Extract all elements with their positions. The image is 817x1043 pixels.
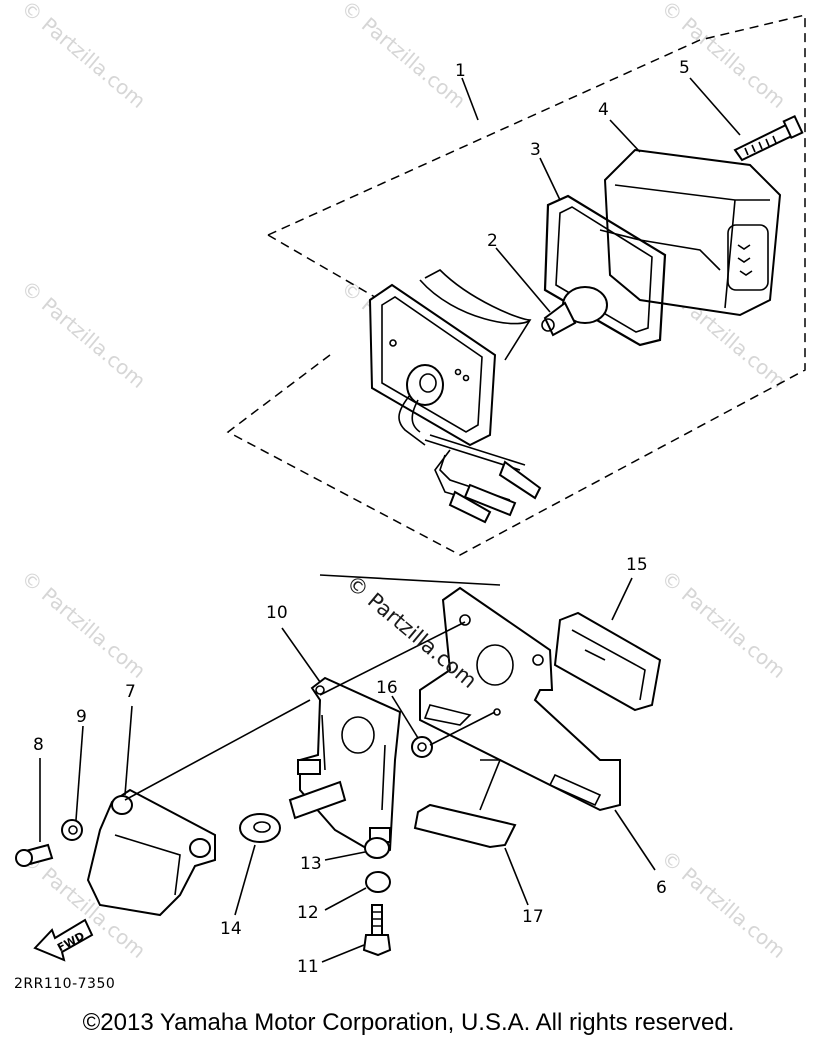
assembly-line xyxy=(479,759,502,811)
copyright-text: ©2013 Yamaha Motor Corporation, U.S.A. A… xyxy=(82,1009,735,1036)
callout-1: 1 xyxy=(455,61,466,81)
callout-8: 8 xyxy=(33,735,44,755)
leader-line xyxy=(324,887,367,911)
screw-small-part xyxy=(15,843,54,867)
leader-line xyxy=(504,847,529,906)
leader-line xyxy=(495,247,551,313)
callout-13: 13 xyxy=(300,854,322,874)
leader-line xyxy=(124,705,133,796)
watermark: © Partzilla.com xyxy=(17,0,151,113)
leader-line xyxy=(234,844,256,916)
diagram-code: 2RR110-7350 xyxy=(14,976,116,992)
leader-line xyxy=(614,809,656,871)
leader-line xyxy=(611,577,633,621)
watermark: © Partzilla.com xyxy=(17,565,151,683)
callout-12: 12 xyxy=(297,903,319,923)
callout-17: 17 xyxy=(522,907,544,927)
plate-bracket-part xyxy=(419,586,621,812)
callout-4: 4 xyxy=(598,100,609,120)
nut-part xyxy=(411,736,433,758)
assembly-line xyxy=(124,699,311,801)
assembly-line xyxy=(319,574,501,586)
assembly-line xyxy=(319,621,466,696)
watermark: © Partzilla.com xyxy=(657,565,791,683)
screw-part xyxy=(733,114,804,162)
assembly-outline-left xyxy=(267,234,381,301)
fwd-arrow-icon: FWD xyxy=(33,918,94,962)
leader-line xyxy=(391,695,419,739)
watermark: © Partzilla.com xyxy=(657,0,791,113)
taillight-base-part xyxy=(368,269,542,524)
leader-line xyxy=(281,627,321,683)
license-light-part xyxy=(86,788,216,917)
washer-small-part xyxy=(61,819,83,841)
callout-6: 6 xyxy=(656,878,667,898)
callout-2: 2 xyxy=(487,231,498,251)
callout-14: 14 xyxy=(220,919,242,939)
strip-part xyxy=(413,803,517,849)
assembly-line xyxy=(429,711,496,746)
leader-line xyxy=(75,725,84,821)
callout-9: 9 xyxy=(76,707,87,727)
watermark: © Partzilla.com xyxy=(17,275,151,393)
leader-line xyxy=(539,157,561,201)
callout-15: 15 xyxy=(626,555,648,575)
callout-7: 7 xyxy=(125,682,136,702)
grommet-part xyxy=(239,813,281,843)
callout-5: 5 xyxy=(679,58,690,78)
reflector-part xyxy=(553,611,662,712)
leader-line xyxy=(689,77,741,136)
leader-line xyxy=(324,851,366,861)
washer-part xyxy=(365,871,391,893)
callout-11: 11 xyxy=(297,957,319,977)
watermark: © Partzilla.com xyxy=(657,845,791,963)
leader-line xyxy=(321,944,365,963)
watermark: © Partzilla.com xyxy=(337,0,471,113)
leader-line xyxy=(609,119,641,153)
callout-3: 3 xyxy=(530,140,541,160)
light-bracket-part xyxy=(288,676,402,857)
bulb-part xyxy=(541,286,608,337)
callout-10: 10 xyxy=(266,603,288,623)
leader-line xyxy=(461,77,479,121)
callout-16: 16 xyxy=(376,678,398,698)
bolt-part xyxy=(362,904,392,957)
assembly-outline xyxy=(226,14,806,556)
collar-part xyxy=(364,837,390,859)
gasket-part xyxy=(543,194,667,347)
lens-part xyxy=(599,148,782,317)
